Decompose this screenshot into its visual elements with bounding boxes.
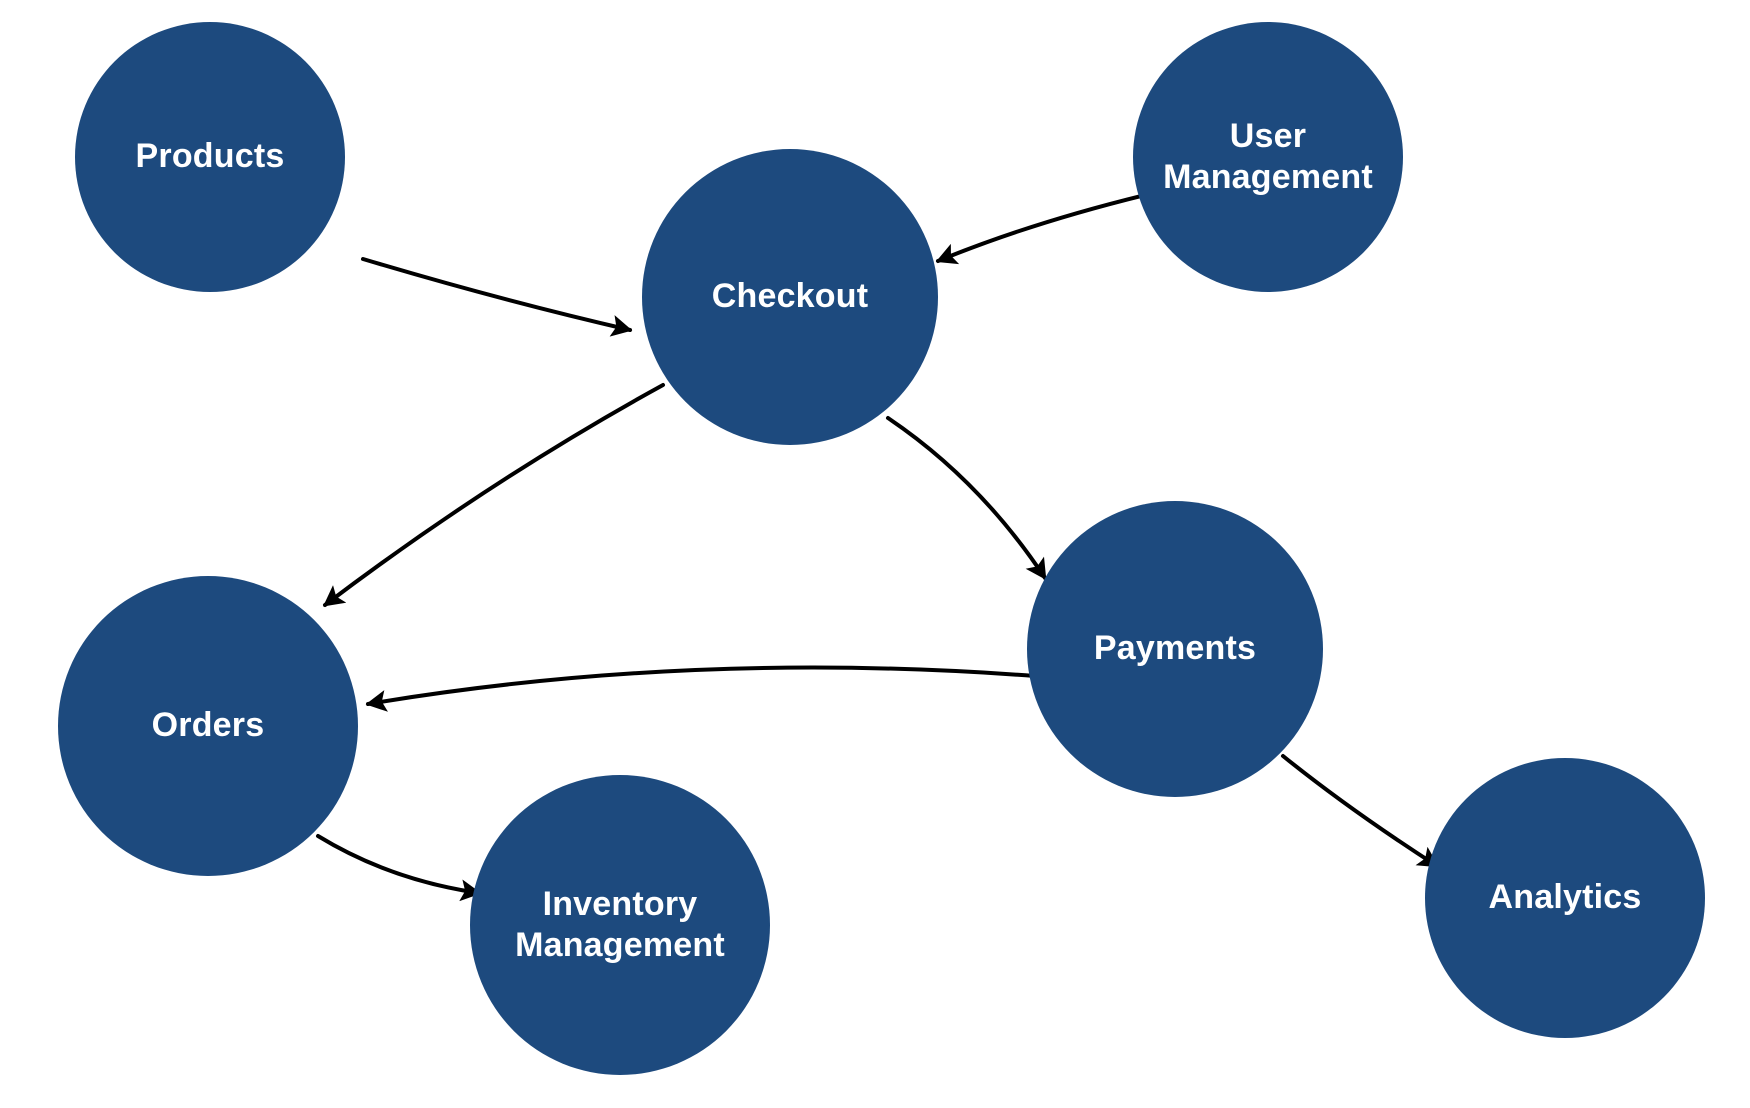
node-label-analytics: Analytics [1488,878,1642,917]
node-label-checkout: Checkout [711,277,869,316]
node-label-user-management: User Management [1163,116,1373,196]
edge-products-to-checkout [361,257,633,337]
node-user-management[interactable]: User Management [1133,22,1403,292]
node-label-orders: Orders [151,706,265,745]
node-payments[interactable]: Payments [1027,501,1323,797]
edge-payments-to-analytics [1281,754,1440,868]
edge-checkout-to-payments [886,416,1047,580]
node-checkout[interactable]: Checkout [642,149,938,445]
node-analytics[interactable]: Analytics [1425,758,1705,1038]
node-products[interactable]: Products [75,22,345,292]
edge-checkout-to-orders [323,383,665,607]
node-label-inventory-management: Inventory Management [515,884,725,964]
node-inventory-management[interactable]: Inventory Management [470,775,770,1075]
node-orders[interactable]: Orders [58,576,358,876]
edge-orders-to-inventory [316,834,482,902]
node-label-products: Products [135,137,285,176]
node-label-payments: Payments [1093,629,1257,668]
edge-payments-to-orders [365,665,1037,712]
